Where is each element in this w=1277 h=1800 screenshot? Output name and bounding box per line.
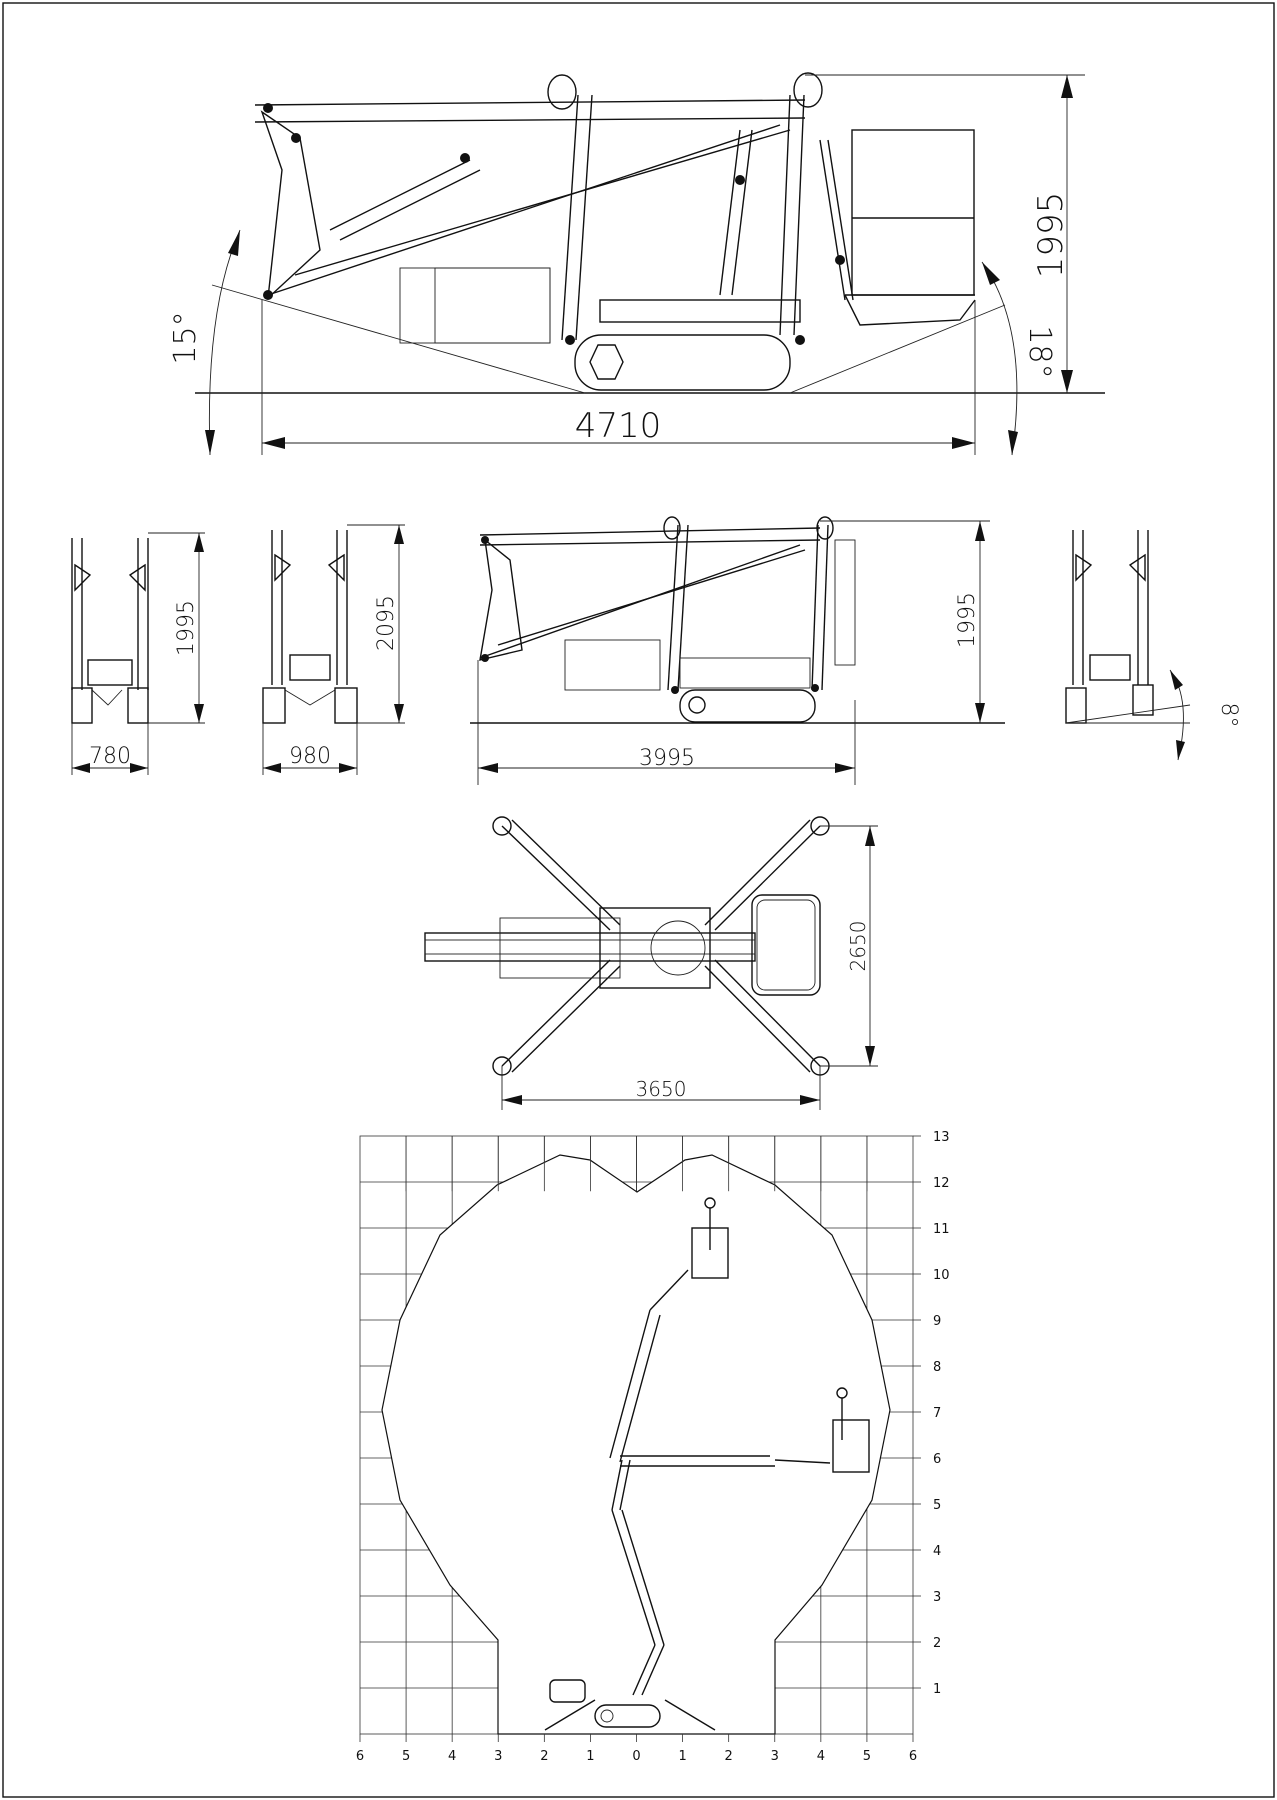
range-inner-grid <box>405 1136 868 1192</box>
side-height-dimension: 1995 <box>1031 192 1071 279</box>
y-tick-label: 2 <box>933 1636 941 1651</box>
y-tick-label: 5 <box>933 1498 941 1513</box>
rear-angle-label: 8° <box>1216 703 1241 728</box>
front-view-narrow: 1995 780 <box>71 532 205 775</box>
y-tick-label: 1 <box>933 1682 941 1697</box>
y-tick-label: 9 <box>933 1314 941 1329</box>
range-x-axis: 6 5 4 3 2 1 0 1 2 3 4 5 6 <box>356 1734 917 1764</box>
front-narrow-height: 1995 <box>174 600 199 656</box>
x-tick-label: 2 <box>725 1749 733 1764</box>
x-tick-label: 5 <box>863 1749 871 1764</box>
y-tick-label: 4 <box>933 1544 941 1559</box>
rear-view: 8° <box>1065 530 1241 761</box>
x-tick-label: 4 <box>817 1749 825 1764</box>
side-view-small: 1995 3995 <box>470 516 1005 785</box>
top-view: 2650 3650 <box>424 816 878 1110</box>
top-width-dimension: 2650 <box>846 921 870 972</box>
y-tick-label: 11 <box>933 1222 950 1237</box>
y-tick-label: 3 <box>933 1590 941 1605</box>
x-tick-label: 1 <box>678 1749 686 1764</box>
range-machine <box>544 1197 870 1731</box>
front-wide-height: 2095 <box>374 595 399 651</box>
front-narrow-width: 780 <box>89 744 131 769</box>
front-view-wide: 2095 980 <box>262 524 405 775</box>
side-view-transport: 1995 4710 15° 18° <box>168 72 1105 456</box>
front-wide-width: 980 <box>289 744 331 769</box>
y-tick-label: 6 <box>933 1452 941 1467</box>
y-tick-label: 12 <box>933 1176 950 1191</box>
x-tick-label: 6 <box>909 1749 917 1764</box>
angle-left-label: 15° <box>168 311 203 364</box>
x-tick-label: 1 <box>586 1749 594 1764</box>
top-length-dimension: 3650 <box>636 1077 687 1101</box>
working-envelope <box>381 1154 891 1735</box>
y-tick-label: 7 <box>933 1406 941 1421</box>
side-small-height: 1995 <box>955 592 980 648</box>
y-tick-label: 10 <box>933 1268 950 1283</box>
side-length-dimension: 4710 <box>575 406 662 446</box>
x-tick-label: 0 <box>632 1749 640 1764</box>
x-tick-label: 2 <box>540 1749 548 1764</box>
x-tick-label: 5 <box>402 1749 410 1764</box>
x-tick-label: 3 <box>771 1749 779 1764</box>
x-tick-label: 3 <box>494 1749 502 1764</box>
side-small-length: 3995 <box>639 746 695 771</box>
y-tick-label: 8 <box>933 1360 941 1375</box>
angle-right-label: 18° <box>1022 325 1057 378</box>
x-tick-label: 6 <box>356 1749 364 1764</box>
x-tick-label: 4 <box>448 1749 456 1764</box>
y-tick-label: 13 <box>933 1130 950 1145</box>
